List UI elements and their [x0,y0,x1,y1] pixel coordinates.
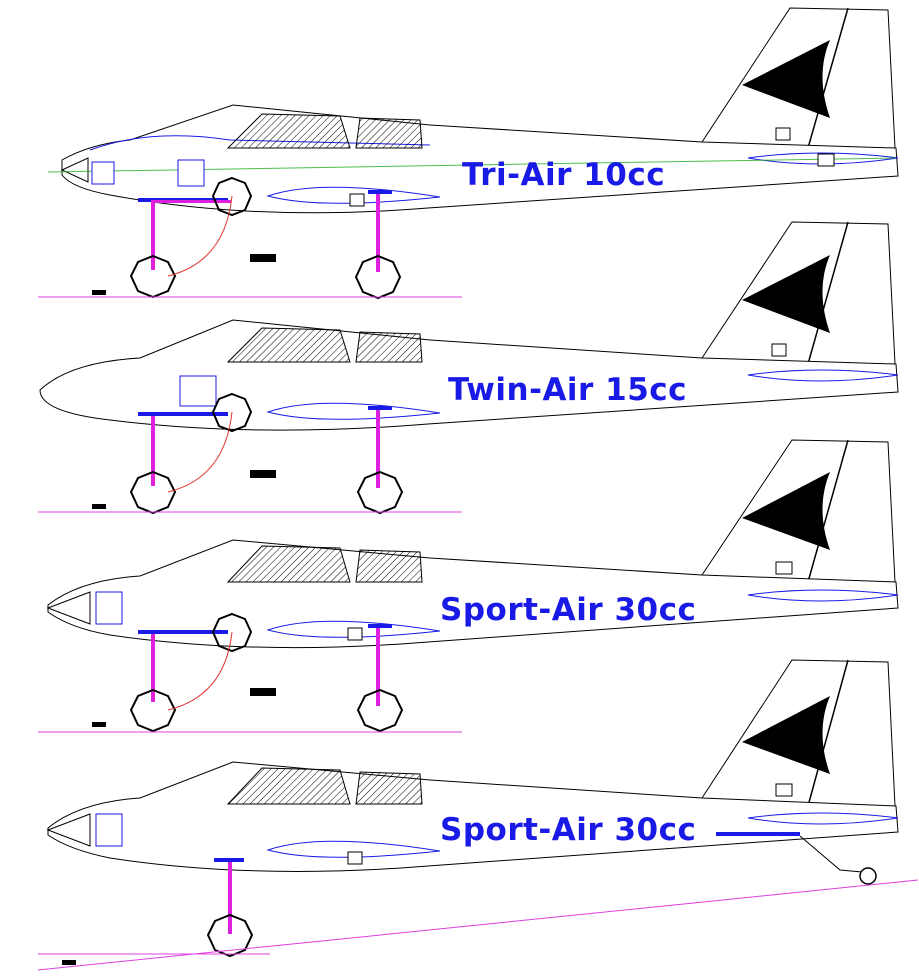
canopy-window-rear [355,549,423,583]
canopy-window-front [226,113,351,149]
stabilizer-airfoil [747,369,899,382]
retract-link [167,631,233,711]
servo [349,193,365,207]
spinner [60,157,89,183]
fuselage-blue-line [89,135,431,151]
retract-link [167,411,233,493]
plane-label: Sport-Air 30cc [440,812,696,848]
tail-gear-strut [799,835,863,873]
retracted-wheel [211,176,253,217]
engine-front [91,161,115,185]
landing-gear [129,392,404,515]
rudder-hinge-line [807,439,849,583]
wing-airfoil [266,840,441,858]
fin-servo [775,561,793,575]
rudder-hinge-line [807,221,849,365]
canopy-window-rear [355,117,423,149]
ground-marker [62,960,76,965]
ground-marker [92,504,106,509]
fin-emblem [742,255,830,333]
spinner [46,813,91,847]
fin-emblem [742,696,830,774]
main-wheel [354,254,402,300]
servo [347,627,363,641]
main-wheel [356,688,404,733]
fin-emblem [742,40,830,118]
engine [95,591,123,625]
plane-sport-air-taildragger: Sport-Air 30cc [37,659,919,971]
fin-emblem [742,472,830,550]
rudder-hinge-line [807,659,849,807]
nose-wheel [129,688,177,733]
rudder-hinge-line [807,7,849,149]
canopy-window-front [226,767,351,805]
retracted-wheel [211,392,253,433]
retracted-wheel [211,612,253,653]
plane-sport-air-tricycle: Sport-Air 30cc [38,439,899,733]
servo [347,851,363,865]
fin-servo [775,127,791,141]
canopy-window-front [226,545,351,583]
spinner [46,591,91,625]
engine-rear [177,159,205,187]
ground-marker [92,290,106,295]
battery-block [250,688,276,696]
ground-line [37,879,919,971]
landing-gear [206,832,877,958]
fin-servo [775,783,793,797]
canopy-window-front [226,327,351,363]
ground-marker [92,722,106,727]
canopy-window-rear [355,771,423,805]
main-wheel [206,913,254,958]
tail-servo [817,153,835,167]
battery-block [250,470,276,478]
stabilizer-airfoil [747,812,899,825]
nose-wheel [129,470,177,515]
fin-servo [771,343,787,357]
plane-twin-air: Twin-Air 15cc [38,221,899,515]
plane-label: Sport-Air 30cc [440,592,696,628]
retract-link [167,195,233,277]
plane-label: Tri-Air 10cc [462,157,665,193]
tail-wheel [859,867,877,885]
stabilizer-airfoil [747,589,899,602]
main-wheel [356,470,404,515]
engine [179,375,217,407]
engine [95,813,123,847]
plane-label: Twin-Air 15cc [448,372,687,408]
wing-airfoil [266,402,441,420]
plane-tri-air: Tri-Air 10cc [38,7,899,300]
landing-gear [129,176,402,300]
battery-block [250,254,276,262]
canopy-window-rear [355,331,423,363]
landing-gear [129,612,404,733]
